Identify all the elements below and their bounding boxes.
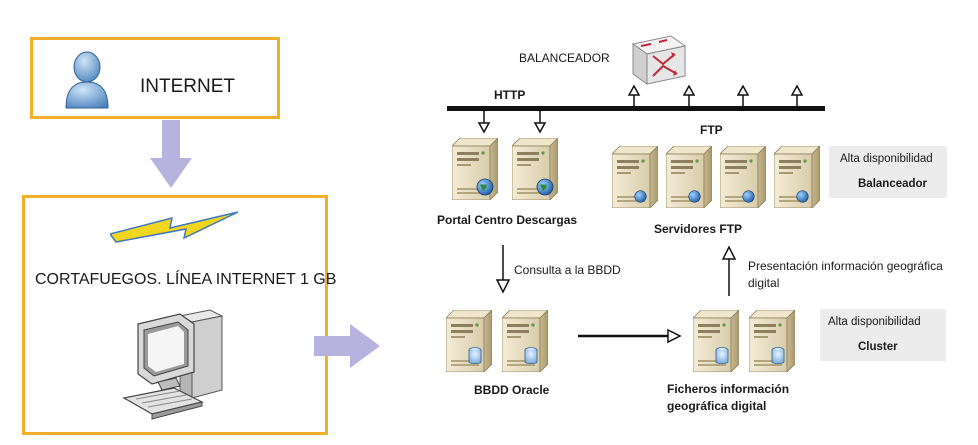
files-label-line1: Ficheros información xyxy=(667,382,790,396)
firewall-label: CORTAFUEGOS. LÍNEA INTERNET 1 GB xyxy=(35,271,337,288)
globe-icon xyxy=(742,190,755,203)
ha-balancer-value: Balanceador xyxy=(858,178,928,190)
internet-label: INTERNET xyxy=(140,76,235,97)
query-label: Consulta a la BBDD xyxy=(514,263,621,277)
flow-arrow-right xyxy=(314,324,380,368)
http-label: HTTP xyxy=(494,88,526,102)
ftp-label: FTP xyxy=(700,123,723,137)
lightning-icon xyxy=(110,211,239,243)
ha-balancer-box xyxy=(829,146,947,198)
ftp-servers-label: Servidores FTP xyxy=(654,222,743,236)
globe-icon xyxy=(634,190,647,203)
database-icon xyxy=(524,347,538,364)
files-label-line2: geográfica digital xyxy=(667,399,767,413)
flow-arrow-down xyxy=(150,120,192,188)
globe-icon xyxy=(688,190,701,203)
globe-icon xyxy=(796,190,809,203)
ha-balancer-title: Alta disponibilidad xyxy=(840,153,933,165)
router-icon xyxy=(631,35,687,85)
presentation-label-line1: Presentación información geográfica xyxy=(748,259,943,273)
globe-icon xyxy=(476,178,494,196)
portal-label: Portal Centro Descargas xyxy=(437,213,578,227)
ha-cluster-value: Cluster xyxy=(858,341,898,353)
database-icon xyxy=(715,347,729,364)
db-label: BBDD Oracle xyxy=(474,383,550,397)
database-icon xyxy=(771,347,785,364)
globe-icon xyxy=(536,178,554,196)
presentation-label-line2: digital xyxy=(748,276,780,290)
database-icon xyxy=(468,347,482,364)
ha-cluster-box xyxy=(820,309,946,361)
ha-cluster-title: Alta disponibilidad xyxy=(828,316,921,328)
balancer-label: BALANCEADOR xyxy=(519,51,610,65)
workstation-icon xyxy=(122,309,224,420)
user-icon xyxy=(65,51,109,109)
